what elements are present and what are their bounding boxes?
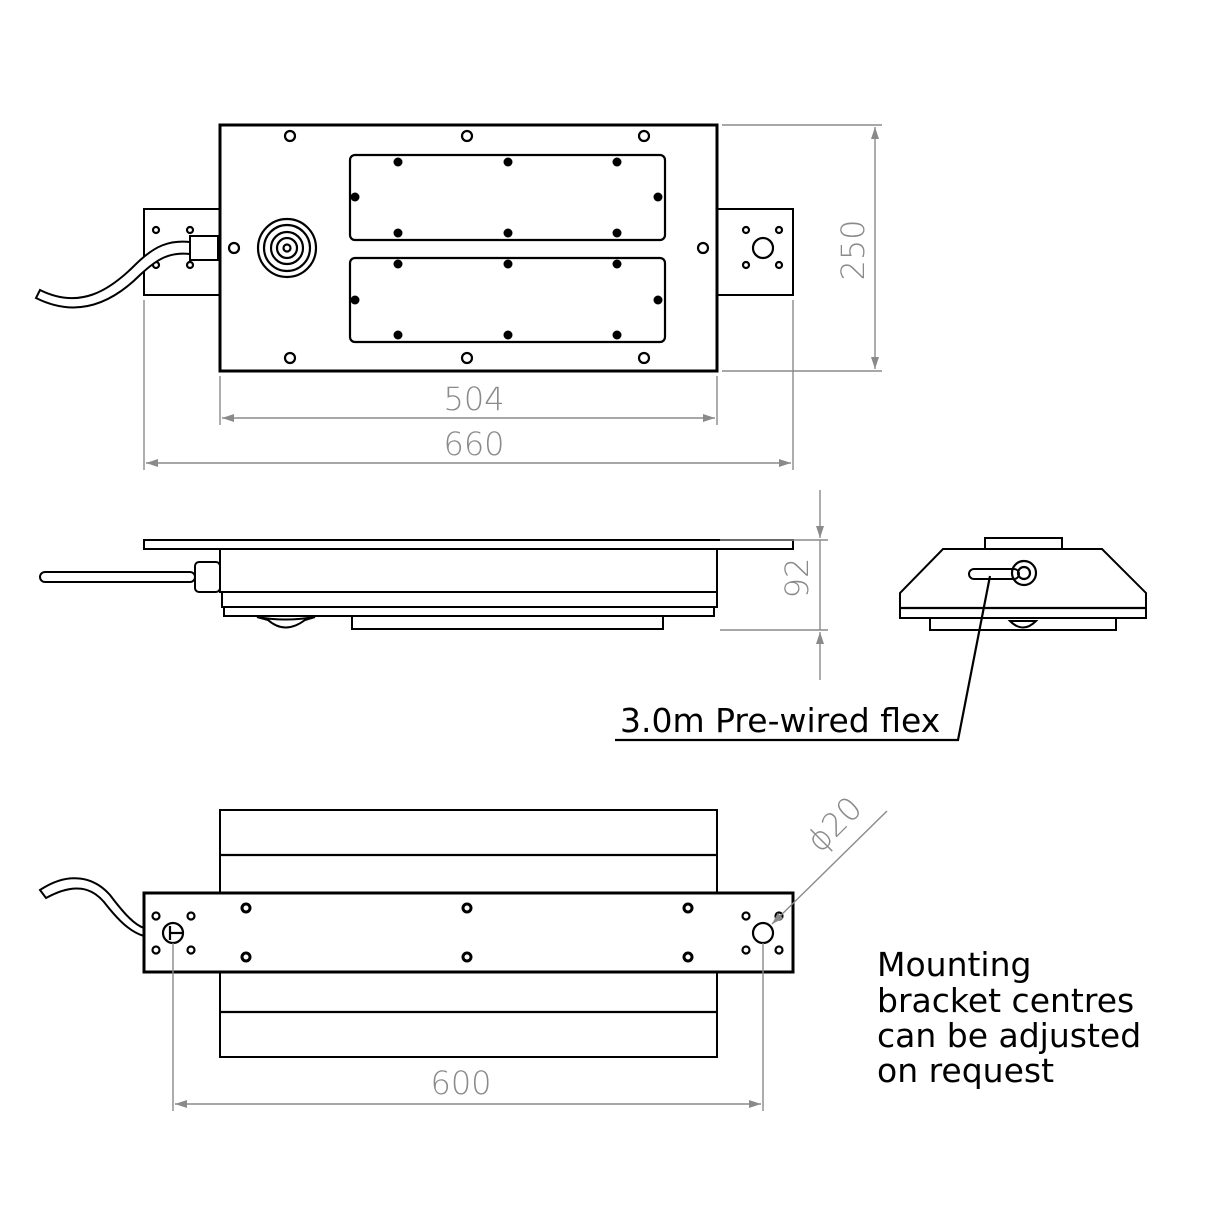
dimension-label-250: 250: [834, 219, 872, 280]
panel-screws: [350, 157, 663, 340]
led-panel-upper: [348, 153, 667, 242]
body-screws: [227, 129, 710, 365]
dimension-label-504: 504: [443, 380, 504, 418]
led-panel-lower: [348, 256, 667, 344]
end-view: 3.0m Pre-wired flex: [615, 537, 1147, 742]
mounting-note: Mounting bracket centres can be adjusted…: [877, 945, 1152, 1090]
cable-gland: [189, 235, 219, 261]
dimension-92: 92: [720, 490, 828, 680]
flex-note: 3.0m Pre-wired flex: [620, 701, 940, 740]
cable-gland: [1010, 559, 1038, 587]
side-view: 92: [39, 490, 828, 680]
sensor-dome: [256, 616, 316, 629]
dimension-250: 250: [722, 124, 882, 372]
cable-gland: [194, 561, 221, 593]
dimension-label-92: 92: [778, 558, 816, 599]
dimension-label-600: 600: [430, 1064, 491, 1102]
dimension-label-660: 660: [443, 425, 504, 463]
dimension-504: 504: [219, 376, 718, 425]
sensor-icon: [256, 217, 318, 279]
bracket-holes: [151, 225, 784, 270]
dimension-600: 600: [172, 943, 764, 1111]
dimension-label-diameter: ϕ20: [799, 789, 870, 860]
cable-icon: [38, 877, 145, 938]
top-view: 250 504 660: [34, 123, 882, 470]
mounting-plate: [143, 539, 794, 550]
dimension-660: 660: [143, 300, 794, 470]
end-housing: [899, 548, 1147, 619]
leader-line: [615, 575, 992, 742]
cable-icon: [39, 571, 196, 583]
bracket-holes: [151, 902, 784, 963]
luminaire-body: [218, 123, 719, 373]
bottom-view: 600 ϕ20 Mounting bracket centres can be …: [38, 789, 1152, 1111]
